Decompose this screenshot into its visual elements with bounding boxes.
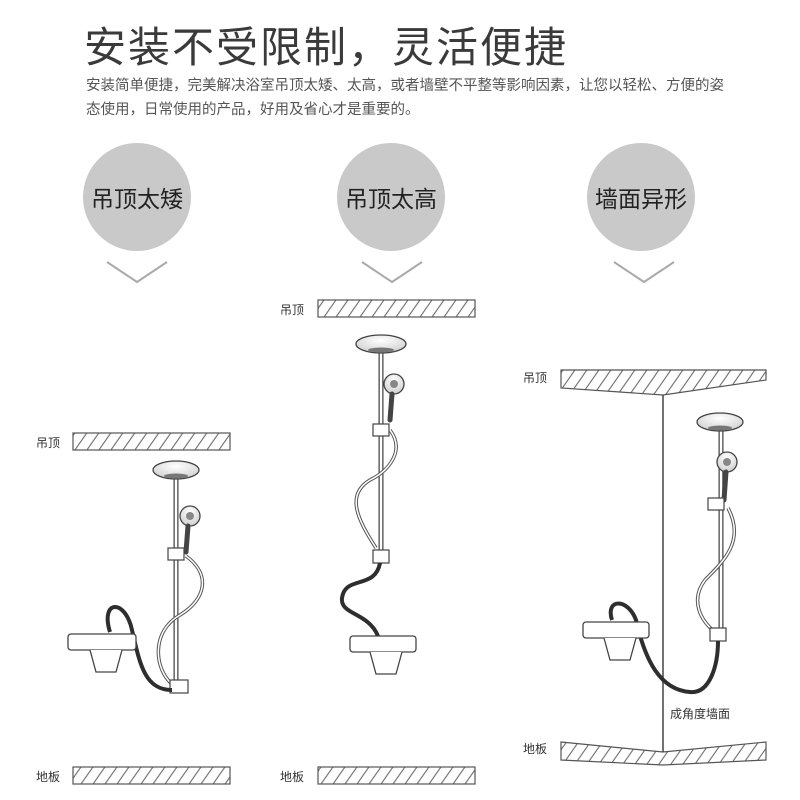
scenario-3-wall-label: 成角度墙面 bbox=[670, 707, 731, 721]
scenario-2-art bbox=[317, 299, 476, 785]
scenario-2-chevron bbox=[361, 261, 423, 284]
scenario-3-chevron bbox=[613, 261, 675, 284]
scenario-3-floor-label: 地板 bbox=[523, 742, 548, 756]
scenario-1-valve bbox=[67, 633, 137, 651]
scenario-1-floor-label: 地板 bbox=[36, 770, 61, 784]
intro-text: 安装简单便捷，完美解决浴室吊顶太矮、太高，或者墙壁不平整等影响因素，让您以轻松、… bbox=[86, 78, 724, 118]
scenario-2-valve bbox=[349, 635, 417, 653]
scenario-1-chevron bbox=[106, 261, 168, 284]
scenario-2-ceiling bbox=[317, 299, 476, 318]
scenario-1-ceiling-label: 吊顶 bbox=[36, 436, 61, 450]
scenario-3-ceiling bbox=[560, 369, 767, 396]
scenario-2-title: 吊顶太高 bbox=[345, 187, 437, 213]
scenario-2-circle: 吊顶太高 bbox=[337, 143, 445, 251]
scenario-1-art bbox=[67, 432, 231, 785]
scenario-1-rain-head bbox=[152, 460, 200, 480]
scenario-1-ceiling bbox=[72, 432, 231, 451]
scenario-3-ceiling-label: 吊顶 bbox=[523, 371, 548, 385]
scenario-2-floor-label: 地板 bbox=[280, 770, 305, 784]
scenario-3-circle: 墙面异形 bbox=[587, 143, 695, 251]
scenario-3-title: 墙面异形 bbox=[595, 187, 687, 213]
scenario-3-art bbox=[560, 369, 767, 766]
headline: 安装不受限制，灵活便捷 bbox=[84, 23, 569, 72]
scenario-1-title: 吊顶太矮 bbox=[91, 187, 183, 213]
scenario-2-floor bbox=[317, 766, 476, 785]
scenario-2-rain-head bbox=[355, 334, 407, 354]
scenario-2-ceiling-label: 吊顶 bbox=[280, 303, 305, 317]
scenario-3-valve bbox=[582, 621, 650, 639]
scenario-1-circle: 吊顶太矮 bbox=[83, 143, 191, 251]
scenario-3-rain-head bbox=[696, 412, 744, 432]
scenario-1-floor bbox=[72, 766, 231, 785]
